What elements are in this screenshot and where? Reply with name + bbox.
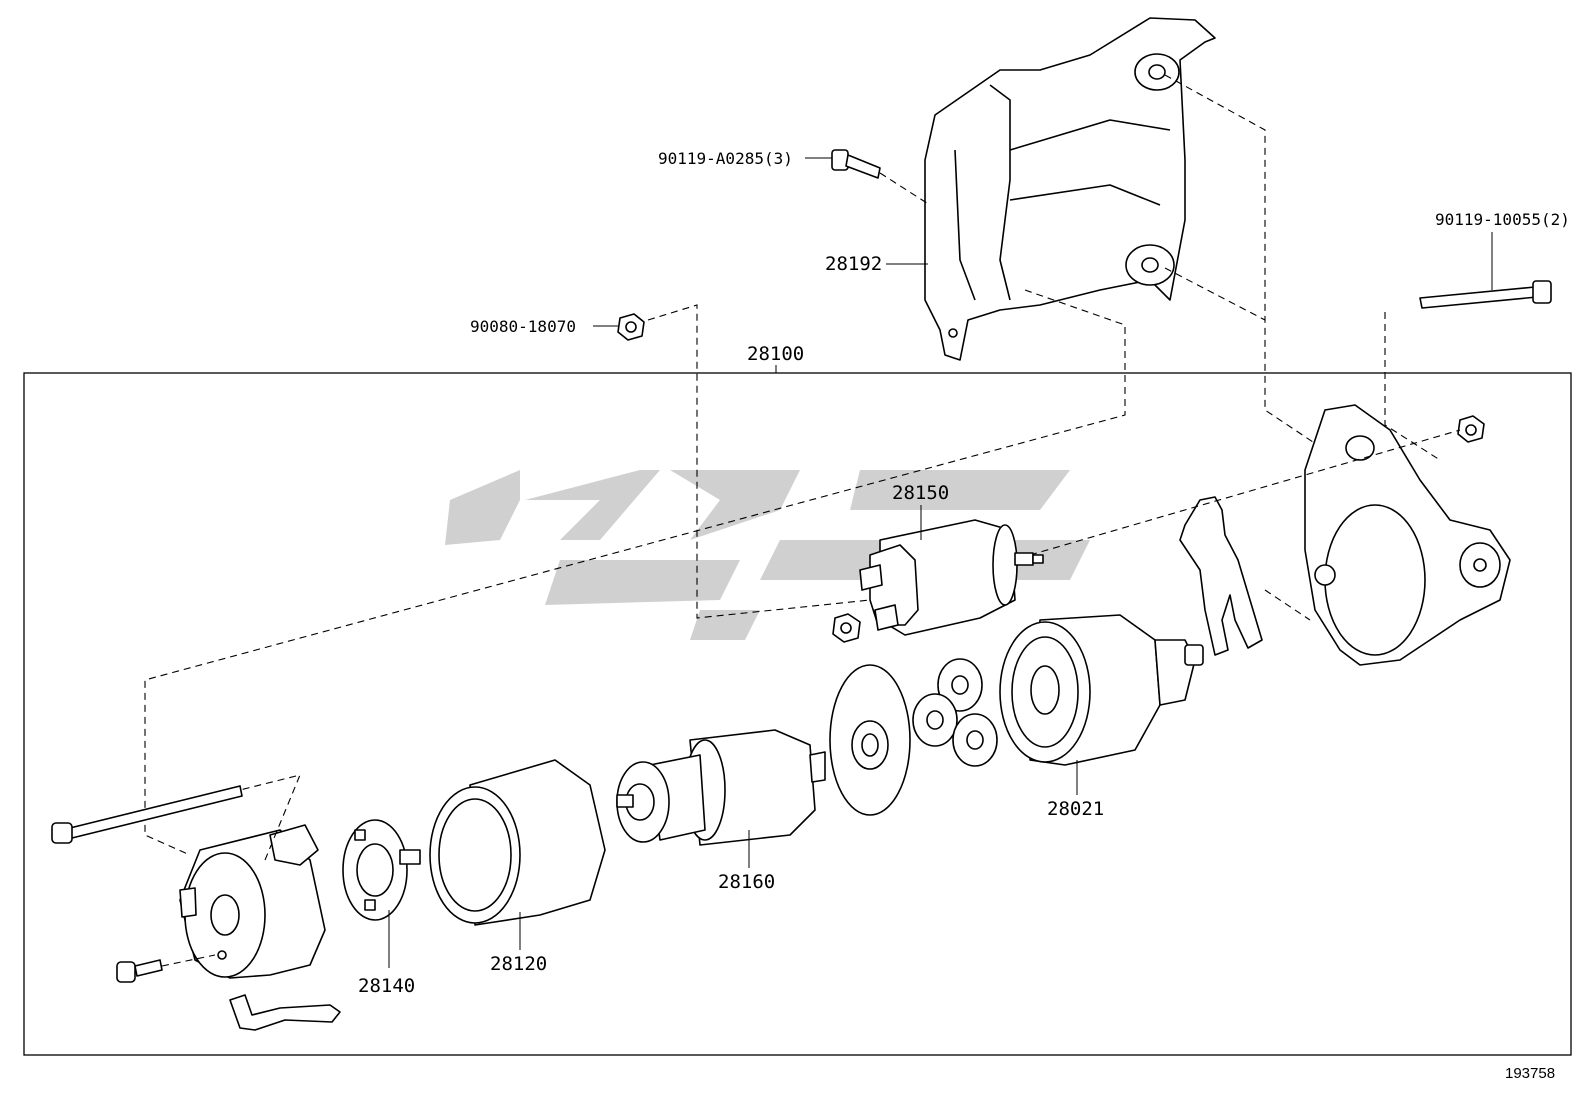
planetary-gears — [912, 658, 998, 767]
nut — [617, 313, 645, 341]
label-28021: 28021 — [1047, 798, 1104, 820]
housing-nut — [1457, 415, 1485, 443]
clutch-assembly — [999, 614, 1204, 766]
brush-holder — [342, 819, 421, 921]
label-28140: 28140 — [358, 975, 415, 997]
label-90119-A0285: 90119-A0285(3) — [658, 149, 793, 168]
through-bolt — [51, 785, 243, 844]
label-28120: 28120 — [490, 953, 547, 975]
end-frame — [179, 824, 326, 979]
label-28160: 28160 — [718, 871, 775, 893]
screw — [116, 959, 163, 983]
cover-bolt — [831, 149, 881, 179]
figure-id: 193758 — [1505, 1065, 1555, 1082]
assembly-label: 28100 — [747, 343, 804, 365]
heat-shield-cover — [924, 17, 1216, 361]
shift-lever — [1179, 496, 1263, 656]
label-90080-18070: 90080-18070 — [470, 317, 576, 336]
label-28150: 28150 — [892, 482, 949, 504]
yoke — [429, 759, 606, 926]
label-90119-10055: 90119-10055(2) — [1435, 210, 1570, 229]
solenoid-nut — [832, 613, 861, 643]
center-plate — [829, 664, 911, 816]
long-bolt — [1419, 280, 1552, 309]
wire-lead — [229, 994, 341, 1031]
drive-housing — [1304, 404, 1511, 666]
assembly-frame — [23, 372, 1572, 1056]
solenoid — [859, 519, 1044, 636]
label-28192: 28192 — [825, 253, 882, 275]
armature — [616, 729, 826, 846]
